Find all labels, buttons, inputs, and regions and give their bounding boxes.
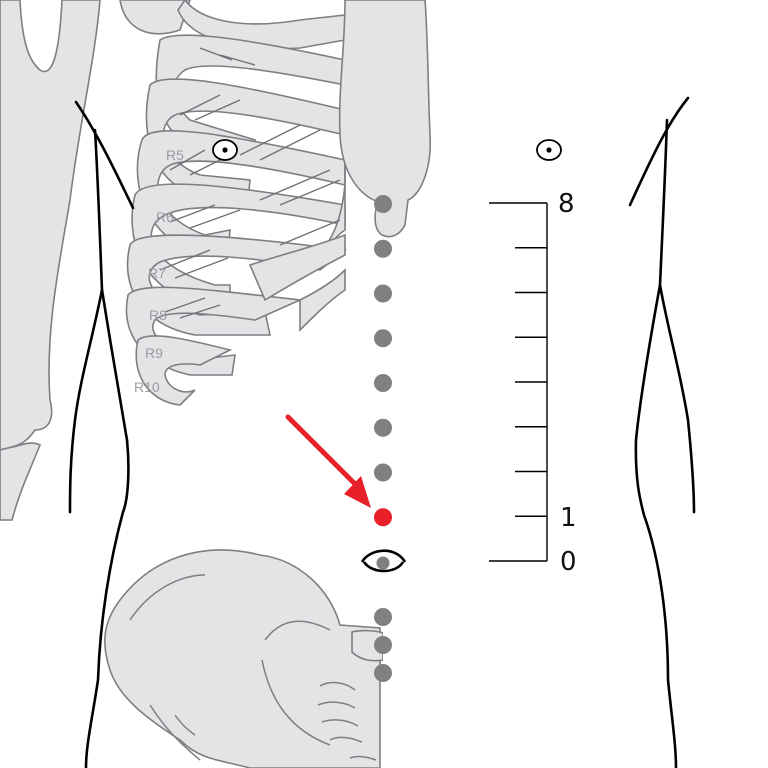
nipple-right-icon <box>536 139 562 161</box>
sternum <box>338 0 431 238</box>
midline-point <box>374 329 392 348</box>
rib-label-r10: R10 <box>134 379 160 395</box>
rib-label-r8: R8 <box>149 307 167 323</box>
midline-point-lower <box>374 608 392 626</box>
midline-point <box>374 374 392 392</box>
rib-labels: R5 R6 R7 R8 R9 R10 <box>134 147 184 395</box>
arm-bones <box>0 0 101 521</box>
midline-points <box>374 195 392 682</box>
midline-point <box>374 239 392 258</box>
midline-point <box>374 418 392 437</box>
rib-label-r9: R9 <box>145 345 163 361</box>
midline-point-lower <box>374 636 392 654</box>
nipple-left-icon <box>212 139 238 161</box>
body-outline <box>68 96 696 768</box>
midline-point <box>374 284 392 303</box>
rib-label-r6: R6 <box>156 209 174 225</box>
midline-point-lower <box>374 664 392 682</box>
midline-point <box>374 463 392 482</box>
scale-label-zero: 0 <box>560 547 577 577</box>
midline-point <box>374 195 392 213</box>
scale-label-top: 8 <box>558 189 575 219</box>
pelvis <box>104 549 383 768</box>
scale-ticks <box>515 247 547 517</box>
scale-ruler: 8 1 0 <box>489 189 577 577</box>
indicator-arrow <box>285 414 371 508</box>
rib-label-r5: R5 <box>166 147 184 163</box>
rib-cage <box>119 0 347 406</box>
umbilicus-icon <box>360 549 407 573</box>
rib-label-r7: R7 <box>148 265 166 281</box>
scale-label-one: 1 <box>560 503 577 533</box>
highlighted-point <box>374 508 392 527</box>
